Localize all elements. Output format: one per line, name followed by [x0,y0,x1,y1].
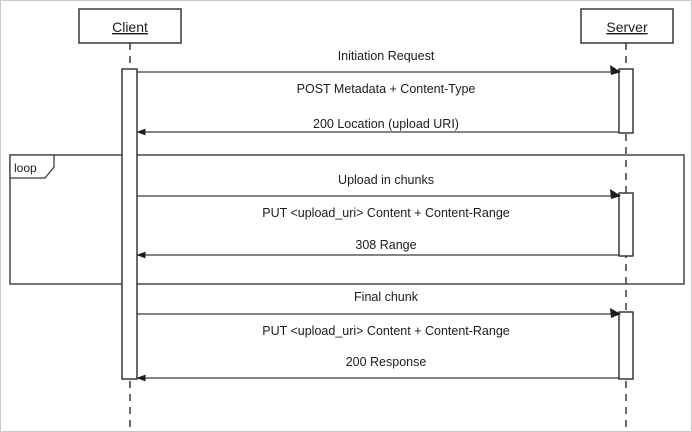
loop-fragment-tab [9,154,55,179]
message-label-308-range: 308 Range [355,238,416,252]
message-arrowhead-post-metadata [610,65,621,75]
activation-bar-client [121,68,138,380]
participant-label-client: Client [112,19,148,35]
message-arrowhead-put-chunk [610,189,621,199]
activation-bar-server-chunk [618,192,634,257]
activation-bar-server-initiation [618,68,634,134]
participant-box-client[interactable] [78,8,182,44]
group-header-chunks: Upload in chunks [338,173,434,187]
message-label-200-location: 200 Location (upload URI) [313,117,459,131]
participant-label-server: Server [606,19,648,35]
loop-fragment-label: loop [14,161,37,175]
message-arrowhead-put-final [610,308,621,318]
message-label-200-response: 200 Response [346,355,427,369]
message-label-put-final: PUT <upload_uri> Content + Content-Range [262,324,510,338]
message-label-post-metadata: POST Metadata + Content-Type [297,82,476,96]
group-header-initiation: Initiation Request [338,49,435,63]
message-label-put-chunk: PUT <upload_uri> Content + Content-Range [262,206,510,220]
loop-fragment-box [9,154,685,285]
group-header-final: Final chunk [354,290,419,304]
participant-box-server[interactable] [580,8,674,44]
activation-bar-server-final [618,311,634,380]
